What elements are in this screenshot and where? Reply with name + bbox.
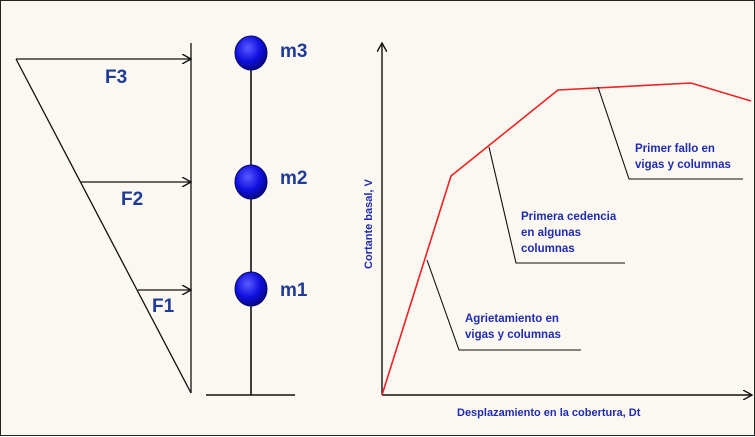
mass-node-m3 xyxy=(234,35,268,71)
note-cedencia-line-2: en algunas xyxy=(521,227,581,239)
note-agrietamiento-line-2: vigas y columnas xyxy=(465,329,561,341)
leader-agrietamiento xyxy=(426,259,581,351)
leader-fallo xyxy=(597,86,743,180)
note-agrietamiento: Agrietamiento en vigas y columnas xyxy=(465,313,562,341)
note-cedencia: Primera cedencia en algunas columnas xyxy=(521,211,619,255)
note-agrietamiento-line-1: Agrietamiento en xyxy=(465,313,559,325)
note-cedencia-line-1: Primera cedencia xyxy=(521,211,617,223)
capacity-curve-plot: Agrietamiento en vigas y columnas Primer… xyxy=(363,43,752,419)
capacity-curve xyxy=(381,82,752,396)
force-label-f2: F2 xyxy=(121,189,143,210)
note-fallo: Primer fallo en vigas y columnas xyxy=(635,143,731,171)
triangle-hypotenuse xyxy=(15,58,192,394)
note-fallo-line-1: Primer fallo en xyxy=(635,143,715,155)
mass-node-m1 xyxy=(234,271,268,307)
leader-cedencia xyxy=(488,146,625,264)
note-cedencia-line-3: columnas xyxy=(521,243,575,255)
mass-label-m3: m3 xyxy=(280,41,307,62)
mass-label-m1: m1 xyxy=(280,280,308,301)
mass-node-m2 xyxy=(234,164,268,200)
stick-model: m3 m2 m1 xyxy=(206,35,308,396)
mass-label-m2: m2 xyxy=(280,168,307,189)
force-label-f3: F3 xyxy=(105,67,127,88)
x-axis-label: Desplazamiento en la cobertura, Dt xyxy=(457,407,641,419)
force-label-f1: F1 xyxy=(152,296,175,317)
force-distribution: F3 F2 F1 xyxy=(15,43,192,394)
note-fallo-line-2: vigas y columnas xyxy=(635,159,731,171)
y-axis-label: Cortante basal, V xyxy=(363,178,375,269)
